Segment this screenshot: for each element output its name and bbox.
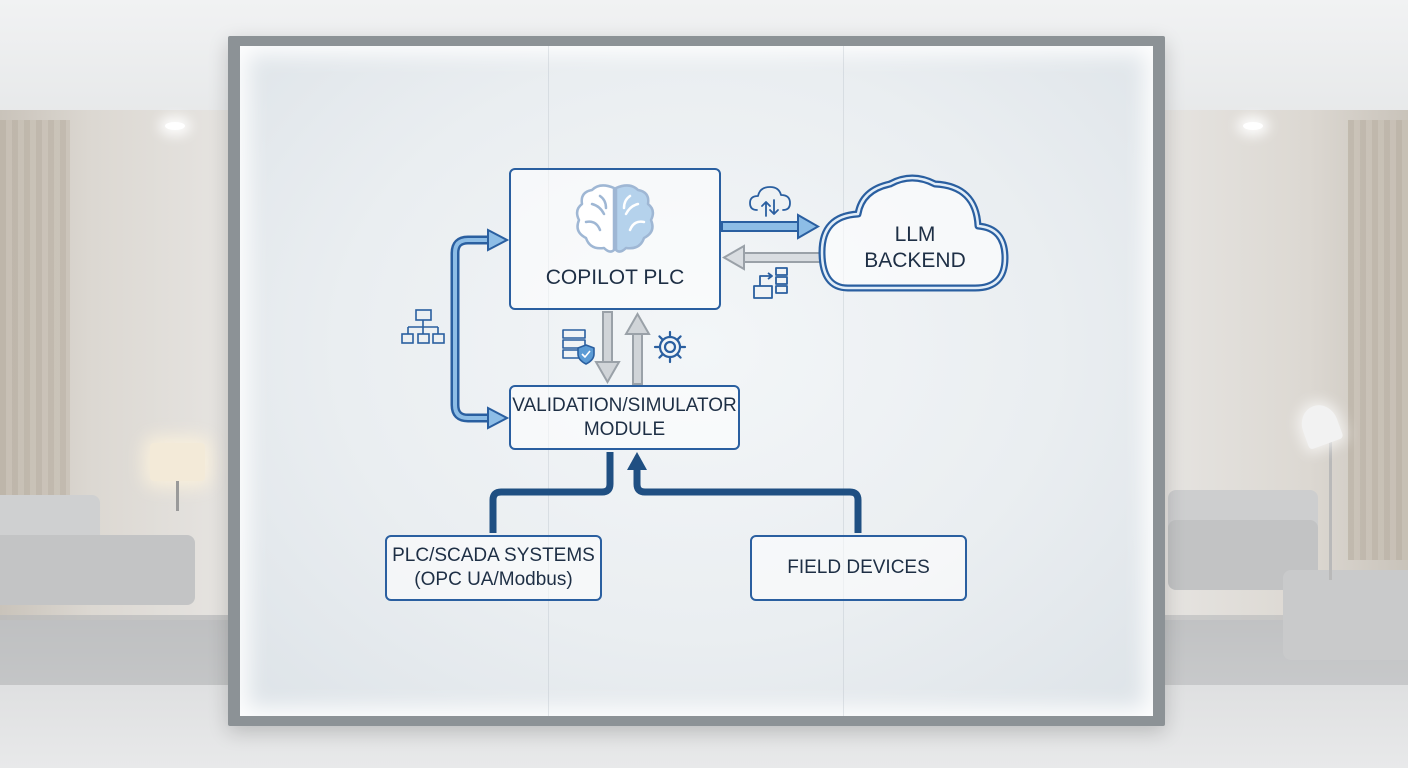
glass-board: [240, 46, 1153, 716]
ceiling-light: [1243, 122, 1263, 130]
left-feedback-loop-arrow: [450, 228, 510, 430]
right-wood-panel: [1348, 120, 1408, 560]
data-transfer-icon: [753, 267, 788, 299]
plc-to-validation-connector: [489, 452, 614, 533]
copilot-to-llm-arrow: [721, 213, 821, 240]
validation-to-copilot-arrow: [624, 311, 651, 385]
field-devices-label: FIELD DEVICES: [787, 556, 930, 578]
network-hierarchy-icon: [401, 309, 445, 344]
llm-backend-label: LLM BACKEND: [864, 223, 966, 273]
right-ottoman: [1283, 570, 1408, 660]
llm-to-copilot-arrow: [721, 244, 821, 271]
cloud-sync-icon: [749, 186, 791, 217]
right-sofa: [1168, 490, 1318, 610]
plc-scada-label: PLC/SCADA SYSTEMS (OPC UA/Modbus): [392, 545, 595, 590]
table-lamp: [150, 443, 205, 481]
glass-seam: [548, 46, 549, 716]
glass-seam: [843, 46, 844, 716]
floor-lamp-pole: [1329, 440, 1332, 580]
llm-backend-cloud: [818, 174, 1009, 292]
left-sofa: [0, 495, 205, 635]
gear-icon: [653, 330, 687, 364]
field-devices-box: FIELD DEVICES: [750, 535, 967, 601]
sofa-seat: [0, 535, 195, 605]
ceiling-light: [165, 122, 185, 130]
field-to-validation-arrow: [627, 452, 862, 533]
copilot-plc-label: COPILOT PLC: [545, 265, 685, 289]
plc-scada-box: PLC/SCADA SYSTEMS (OPC UA/Modbus): [385, 535, 602, 601]
table-lamp-stand: [176, 481, 179, 511]
left-rug: [0, 615, 232, 685]
validation-simulator-box: VALIDATION/SIMULATOR MODULE: [509, 385, 740, 450]
server-shield-icon: [562, 329, 595, 365]
validation-simulator-label: VALIDATION/SIMULATOR MODULE: [512, 394, 737, 440]
copilot-to-validation-arrow: [594, 311, 621, 385]
copilot-plc-box: COPILOT PLC: [509, 168, 721, 310]
left-wood-panel: [0, 120, 70, 540]
